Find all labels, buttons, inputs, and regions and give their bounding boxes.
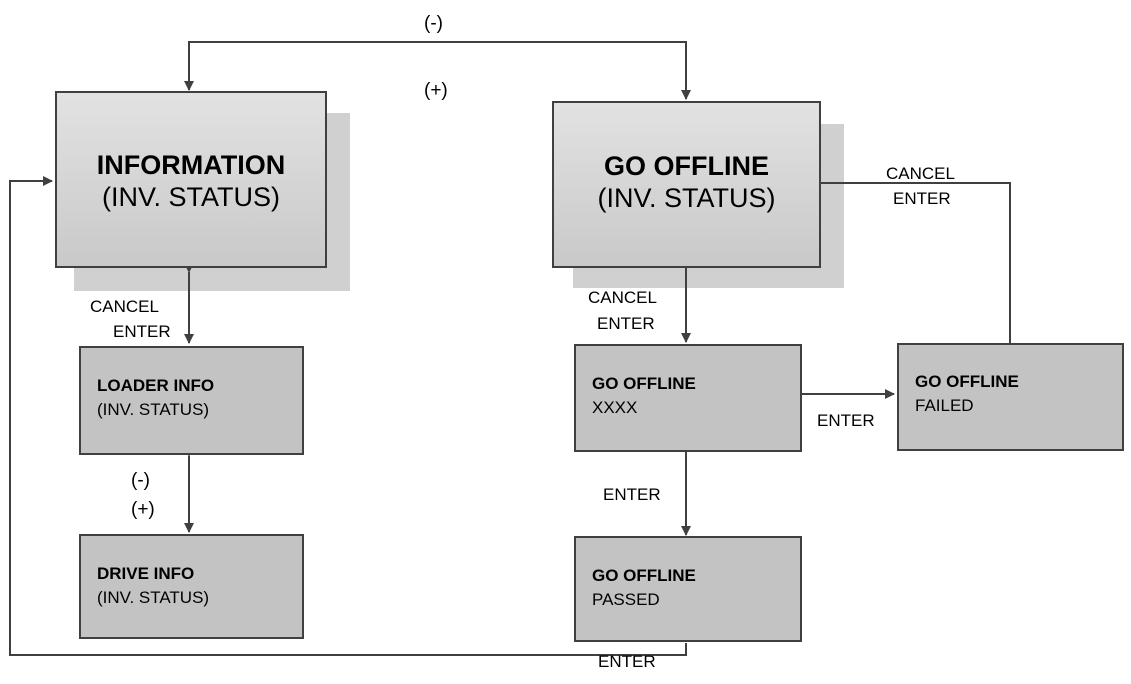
mid-minus-label: (-) <box>131 470 150 491</box>
passed-info-loop-connector <box>9 176 687 656</box>
go-offline-xxxx-title: GO OFFLINE <box>592 374 696 393</box>
go-offline-xxxx-subtitle: XXXX <box>592 398 638 417</box>
go-offline-failed-title: GO OFFLINE <box>915 372 1019 391</box>
right-enter-label: ENTER <box>597 314 655 333</box>
information-box: INFORMATION (INV. STATUS) <box>55 91 327 268</box>
top-plus-label: (+) <box>424 80 448 101</box>
go-offline-passed-subtitle: PASSED <box>592 590 660 609</box>
right-cancel-label: CANCEL <box>588 288 657 307</box>
failed-cancel-label: CANCEL <box>886 164 955 183</box>
go-offline-passed-box: GO OFFLINE PASSED <box>574 536 802 642</box>
top-minus-label: (-) <box>424 13 443 34</box>
information-subtitle: (INV. STATUS) <box>101 182 281 212</box>
drive-info-title: DRIVE INFO <box>97 564 195 583</box>
information-title: INFORMATION <box>96 150 286 180</box>
drive-info-box: DRIVE INFO (INV. STATUS) <box>79 534 304 639</box>
left-enter-label: ENTER <box>113 322 171 341</box>
loader-info-subtitle: (INV. STATUS) <box>97 400 210 419</box>
go-offline-failed-box: GO OFFLINE FAILED <box>897 343 1124 451</box>
go-offline-subtitle: (INV. STATUS) <box>597 183 776 213</box>
failed-enter-label: ENTER <box>893 189 951 208</box>
mid-plus-label: (+) <box>131 499 155 520</box>
left-cancel-label: CANCEL <box>90 297 159 316</box>
loader-info-title: LOADER INFO <box>97 376 215 395</box>
go-offline-failed-subtitle: FAILED <box>915 396 974 415</box>
bottom-enter-label: ENTER <box>598 652 656 671</box>
go-offline-xxxx-box: GO OFFLINE XXXX <box>574 344 802 452</box>
to-passed-enter-label: ENTER <box>603 485 661 504</box>
go-offline-title: GO OFFLINE <box>604 151 769 181</box>
to-failed-enter-label: ENTER <box>817 411 875 430</box>
drive-info-subtitle: (INV. STATUS) <box>97 588 210 607</box>
failed-offline-connector <box>791 178 1011 343</box>
loader-info-box: LOADER INFO (INV. STATUS) <box>79 346 304 455</box>
go-offline-box: GO OFFLINE (INV. STATUS) <box>552 101 821 268</box>
go-offline-passed-title: GO OFFLINE <box>592 566 696 585</box>
